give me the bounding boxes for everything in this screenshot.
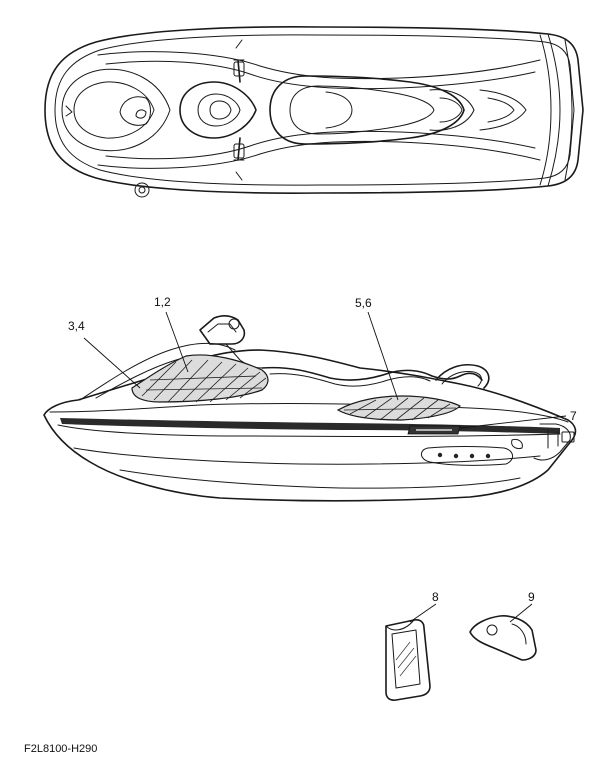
part-8-manual-pouch [385,619,431,701]
decal-7-logo [407,425,461,435]
top-view-watercraft [44,26,584,198]
callout-8: 8 [432,590,439,604]
callout-9: 9 [528,590,535,604]
decal-1-2-graphic [131,354,269,403]
side-view-watercraft [43,315,577,502]
decal-5-6-graphic [336,395,462,421]
leader-lines [83,311,567,623]
part-9-cap [469,615,537,661]
callout-1-2: 1,2 [154,295,171,309]
callout-5-6: 5,6 [355,296,372,310]
callout-7: 7 [570,409,577,423]
figure-code: F2L8100-H290 [24,743,97,755]
callout-3-4: 3,4 [68,319,85,333]
